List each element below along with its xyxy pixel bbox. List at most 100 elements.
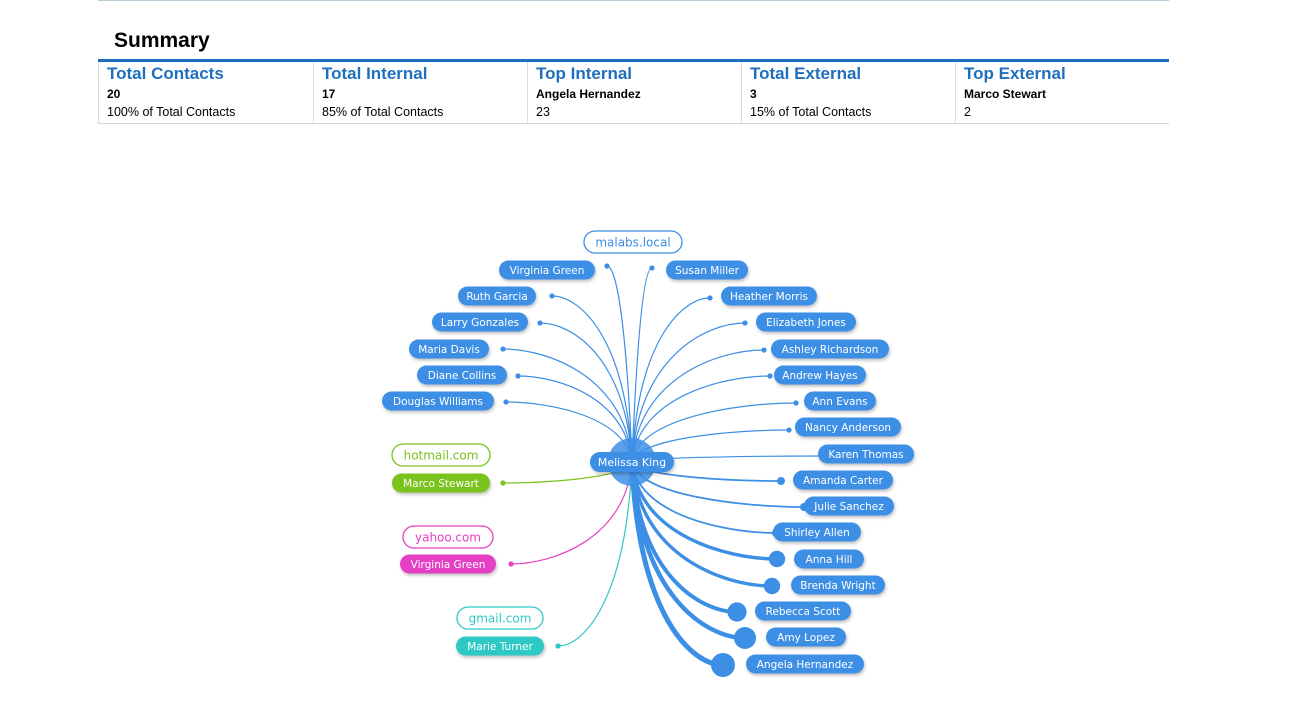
- summary-col-total-contacts: Total Contacts 20 100% of Total Contacts: [98, 62, 313, 123]
- contact-label: Elizabeth Jones: [766, 317, 846, 329]
- center-label: Melissa King: [598, 456, 666, 469]
- summary-subtext: 15% of Total Contacts: [750, 105, 872, 119]
- contact-node[interactable]: Virginia Green: [499, 260, 595, 280]
- summary-col-total-internal: Total Internal 17 85% of Total Contacts: [313, 62, 527, 123]
- contact-node[interactable]: Virginia Green: [400, 554, 496, 574]
- contact-node[interactable]: Diane Collins: [417, 365, 507, 385]
- contact-label: Marie Turner: [467, 641, 533, 653]
- contact-endpoint: [515, 373, 521, 379]
- contact-node[interactable]: Rebecca Scott: [755, 601, 851, 621]
- summary-title: Summary: [114, 29, 210, 52]
- contact-pill: [666, 260, 748, 280]
- contact-label: Larry Gonzales: [441, 317, 519, 329]
- contact-node[interactable]: Karen Thomas: [818, 444, 914, 464]
- contact-node[interactable]: Amy Lopez: [766, 627, 846, 647]
- contact-node[interactable]: Angela Hernandez: [746, 654, 864, 674]
- contact-pill: [409, 339, 489, 359]
- contact-label: Virginia Green: [411, 559, 486, 571]
- contact-node[interactable]: Nancy Anderson: [795, 417, 901, 437]
- contact-node[interactable]: Andrew Hayes: [774, 365, 866, 385]
- summary-value: Angela Hernandez: [536, 87, 641, 101]
- contact-edge: [510, 461, 633, 565]
- contact-node[interactable]: Maria Davis: [409, 339, 489, 359]
- contact-pill: [746, 654, 864, 674]
- summary-value: 17: [322, 87, 336, 101]
- contact-label: Ruth Garcia: [466, 291, 527, 303]
- domain-label: malabs.local: [583, 230, 683, 254]
- contact-label: Amanda Carter: [803, 475, 884, 487]
- domain-pill: [456, 606, 544, 630]
- contact-node[interactable]: Larry Gonzales: [432, 312, 528, 332]
- contact-pill: [392, 473, 490, 493]
- contact-pill: [791, 575, 885, 595]
- summary-value: 3: [750, 87, 757, 101]
- contact-endpoint: [763, 577, 781, 595]
- contact-label: Shirley Allen: [784, 527, 850, 539]
- contact-label: Maria Davis: [418, 344, 480, 356]
- domain-pill: [583, 230, 683, 254]
- contact-edge: [551, 295, 633, 463]
- contact-label: Virginia Green: [510, 265, 585, 277]
- contact-endpoint: [707, 295, 713, 301]
- summary-subtext: 2: [964, 105, 971, 119]
- contact-endpoint: [711, 653, 735, 677]
- contact-pill: [432, 312, 528, 332]
- contact-label: Ann Evans: [812, 396, 867, 408]
- contact-edge: [631, 349, 765, 463]
- contact-node[interactable]: Marco Stewart: [392, 473, 490, 493]
- contact-node[interactable]: Elizabeth Jones: [756, 312, 856, 332]
- contact-edge: [606, 265, 633, 463]
- contact-edge: [539, 322, 633, 463]
- contact-label: Angela Hernandez: [757, 659, 854, 671]
- contact-endpoint: [761, 347, 767, 353]
- summary-col-top-external: Top External Marco Stewart 2: [955, 62, 1169, 123]
- contact-pill: [766, 627, 846, 647]
- contact-node[interactable]: Marie Turner: [456, 636, 544, 656]
- contact-node[interactable]: Heather Morris: [721, 286, 817, 306]
- contact-node[interactable]: Anna Hill: [794, 549, 864, 569]
- summary-header: Total Contacts: [107, 64, 224, 83]
- contact-pill: [794, 549, 864, 569]
- contact-node[interactable]: Ann Evans: [804, 391, 876, 411]
- contact-node[interactable]: Shirley Allen: [773, 522, 861, 542]
- contact-pill: [773, 522, 861, 542]
- contact-label: Amy Lopez: [777, 632, 835, 644]
- contact-pill: [756, 312, 856, 332]
- center-pill: [590, 452, 674, 472]
- summary-header: Total Internal: [322, 64, 428, 83]
- contact-edge: [631, 267, 653, 463]
- contact-label: Marco Stewart: [403, 478, 479, 490]
- contact-pill: [400, 554, 496, 574]
- contact-label: Julie Sanchez: [813, 501, 884, 513]
- contact-node[interactable]: Brenda Wright: [791, 575, 885, 595]
- contact-label: Brenda Wright: [800, 580, 875, 592]
- summary-subtext: 100% of Total Contacts: [107, 105, 236, 119]
- center-node[interactable]: Melissa King: [590, 452, 674, 472]
- top-rule: [98, 0, 1169, 1]
- domain-pill: [391, 443, 491, 467]
- domain-label: yahoo.com: [402, 525, 494, 549]
- summary-header: Top External: [964, 64, 1066, 83]
- contact-label: Karen Thomas: [828, 449, 903, 461]
- contact-pill: [382, 391, 494, 411]
- contact-node[interactable]: Amanda Carter: [793, 470, 893, 490]
- contact-pill: [458, 286, 536, 306]
- contact-node[interactable]: Ashley Richardson: [771, 339, 889, 359]
- contact-endpoint: [549, 293, 555, 299]
- contact-node[interactable]: Susan Miller: [666, 260, 748, 280]
- contact-endpoint: [767, 373, 773, 379]
- domain-text: hotmail.com: [404, 449, 479, 463]
- domain-label: gmail.com: [456, 606, 544, 630]
- contact-label: Anna Hill: [806, 554, 853, 566]
- contact-edge: [630, 460, 774, 588]
- summary-value: 20: [107, 87, 121, 101]
- contact-edge: [631, 375, 771, 463]
- contact-pill: [499, 260, 595, 280]
- contact-node[interactable]: Ruth Garcia: [458, 286, 536, 306]
- summary-col-total-external: Total External 3 15% of Total Contacts: [741, 62, 955, 123]
- contact-endpoint: [604, 263, 610, 269]
- contact-node[interactable]: Douglas Williams: [382, 391, 494, 411]
- summary-col-top-internal: Top Internal Angela Hernandez 23: [527, 62, 741, 123]
- contact-node[interactable]: Julie Sanchez: [804, 496, 894, 516]
